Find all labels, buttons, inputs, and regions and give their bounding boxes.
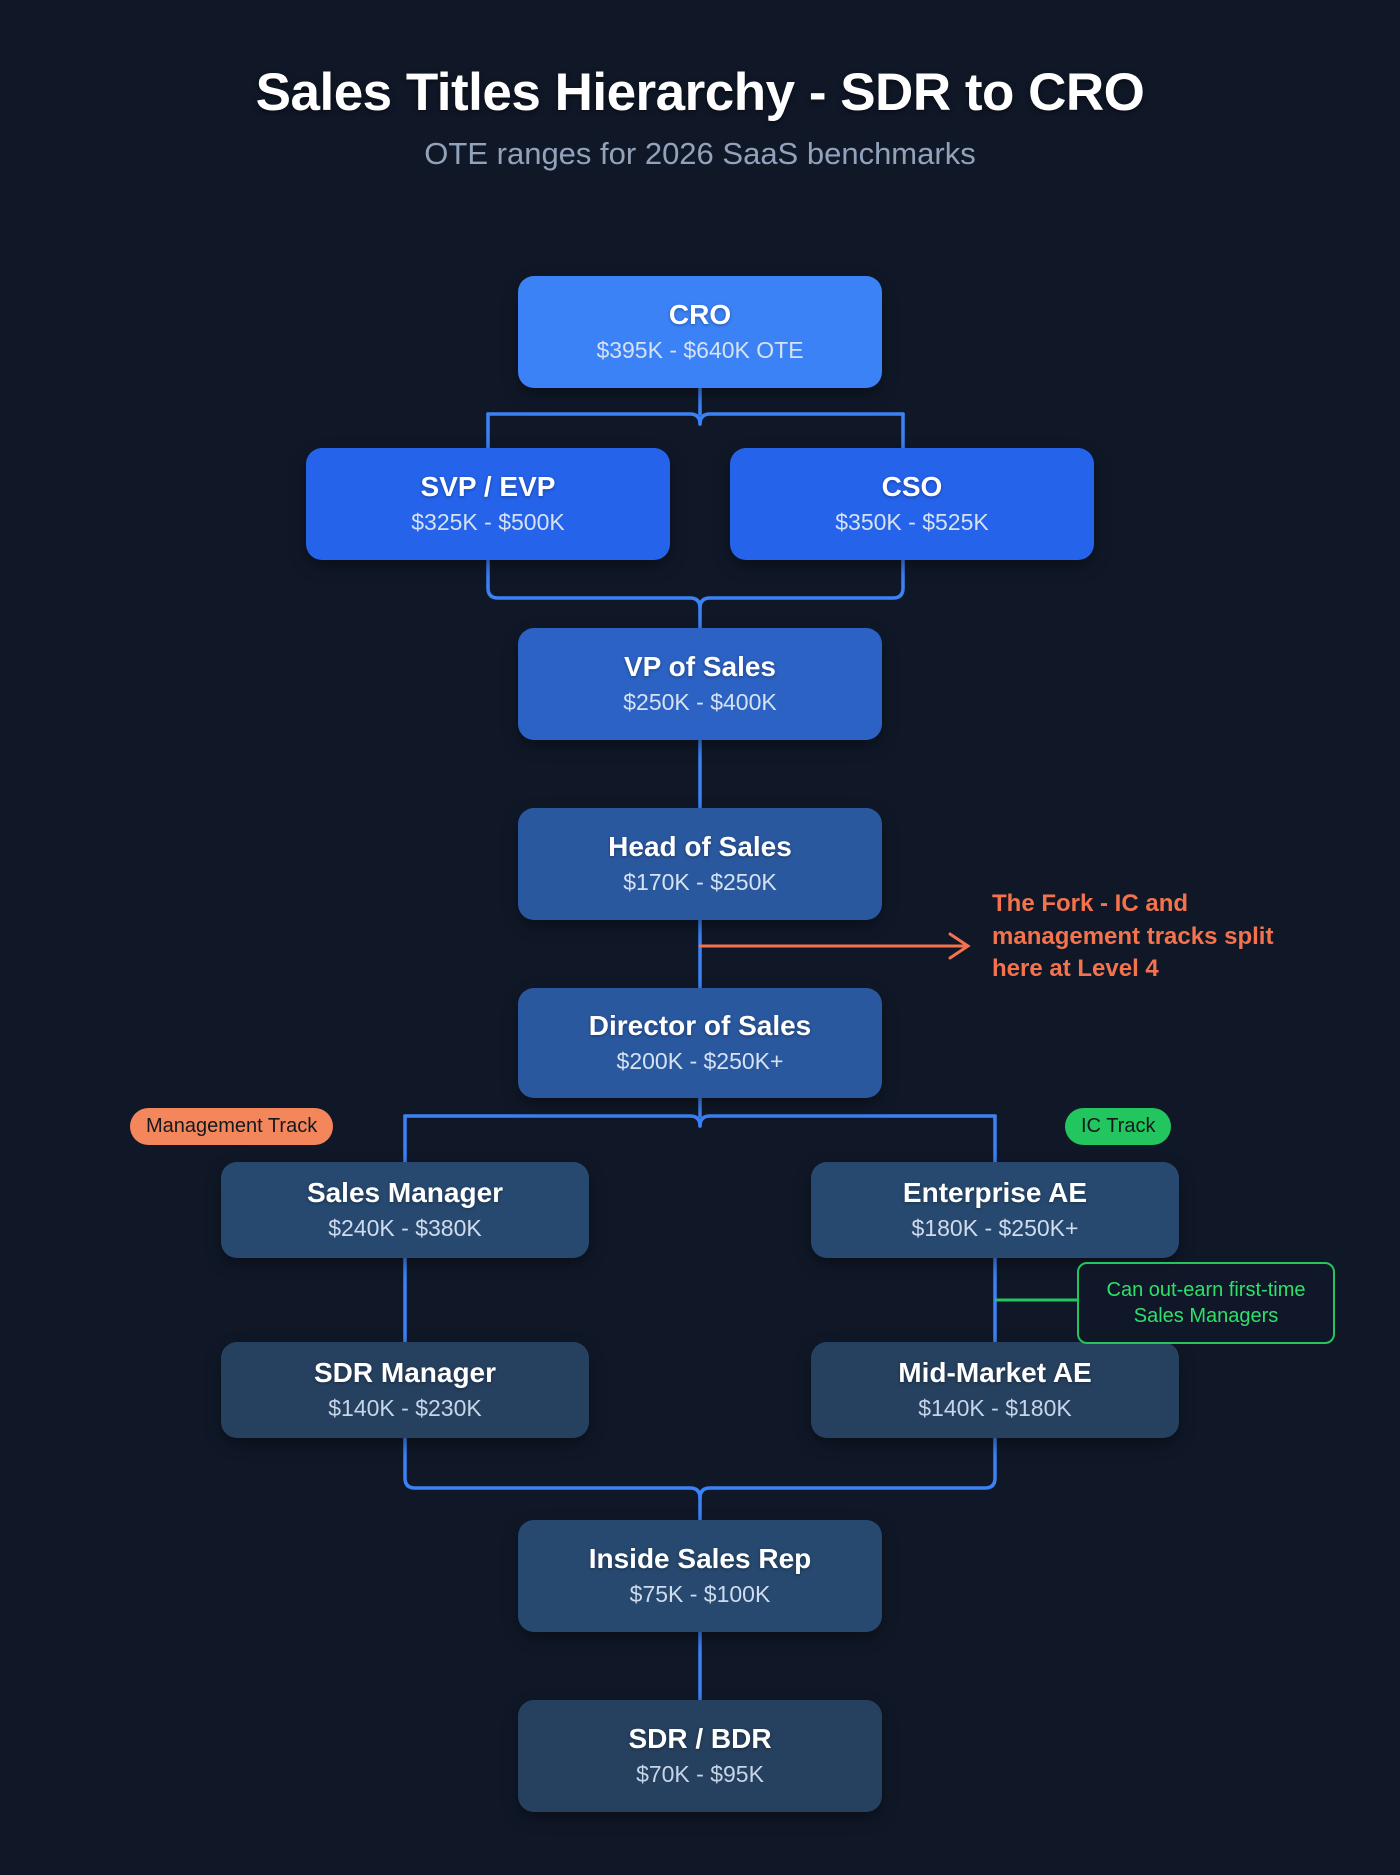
node-range: $395K - $640K OTE — [596, 337, 804, 364]
node-title: Sales Manager — [306, 1177, 504, 1209]
badge-management-track: Management Track — [130, 1108, 334, 1145]
node-title: Director of Sales — [588, 1010, 812, 1042]
fork-annotation: The Fork - IC and management tracks spli… — [992, 890, 1274, 983]
node-vp-of-sales[interactable]: VP of Sales $250K - $400K — [518, 628, 882, 740]
node-range: $170K - $250K — [623, 869, 777, 896]
node-enterprise-ae[interactable]: Enterprise AE $180K - $250K+ — [811, 1162, 1179, 1258]
node-sdr-manager[interactable]: SDR Manager $140K - $230K — [221, 1342, 589, 1438]
node-range: $75K - $100K — [629, 1581, 771, 1608]
node-cro[interactable]: CRO $395K - $640K OTE — [518, 276, 882, 388]
node-title: SDR / BDR — [628, 1723, 772, 1755]
node-range: $350K - $525K — [835, 509, 989, 536]
node-title: SDR Manager — [313, 1357, 497, 1389]
fork-arrow — [698, 932, 971, 960]
node-title: CSO — [881, 471, 943, 503]
node-range: $70K - $95K — [636, 1761, 764, 1788]
node-title: Head of Sales — [608, 831, 792, 863]
node-sdr-bdr[interactable]: SDR / BDR $70K - $95K — [518, 1700, 882, 1812]
node-mid-market-ae[interactable]: Mid-Market AE $140K - $180K — [811, 1342, 1179, 1438]
page-title: Sales Titles Hierarchy - SDR to CRO — [255, 63, 1145, 122]
node-title: Inside Sales Rep — [588, 1543, 812, 1575]
node-range: $250K - $400K — [623, 689, 777, 716]
node-title: Mid-Market AE — [898, 1357, 1092, 1389]
node-range: $240K - $380K — [328, 1215, 482, 1242]
node-title: VP of Sales — [623, 651, 776, 683]
node-inside-sales-rep[interactable]: Inside Sales Rep $75K - $100K — [518, 1520, 882, 1632]
node-title: SVP / EVP — [420, 471, 556, 503]
node-range: $200K - $250K+ — [616, 1048, 784, 1075]
node-range: $180K - $250K+ — [911, 1215, 1079, 1242]
node-head-of-sales[interactable]: Head of Sales $170K - $250K — [518, 808, 882, 920]
node-title: Enterprise AE — [902, 1177, 1088, 1209]
node-range: $325K - $500K — [411, 509, 565, 536]
badge-ic-track: IC Track — [1065, 1108, 1172, 1145]
node-director-of-sales[interactable]: Director of Sales $200K - $250K+ — [518, 988, 882, 1098]
node-cso[interactable]: CSO $350K - $525K — [730, 448, 1094, 560]
node-sales-manager[interactable]: Sales Manager $240K - $380K — [221, 1162, 589, 1258]
node-range: $140K - $230K — [328, 1395, 482, 1422]
node-title: CRO — [668, 299, 732, 331]
page-subtitle: OTE ranges for 2026 SaaS benchmarks — [424, 136, 976, 171]
node-svp-evp[interactable]: SVP / EVP $325K - $500K — [306, 448, 670, 560]
ic-callout: Can out-earn first-time Sales Managers — [1077, 1262, 1335, 1344]
node-range: $140K - $180K — [918, 1395, 1072, 1422]
